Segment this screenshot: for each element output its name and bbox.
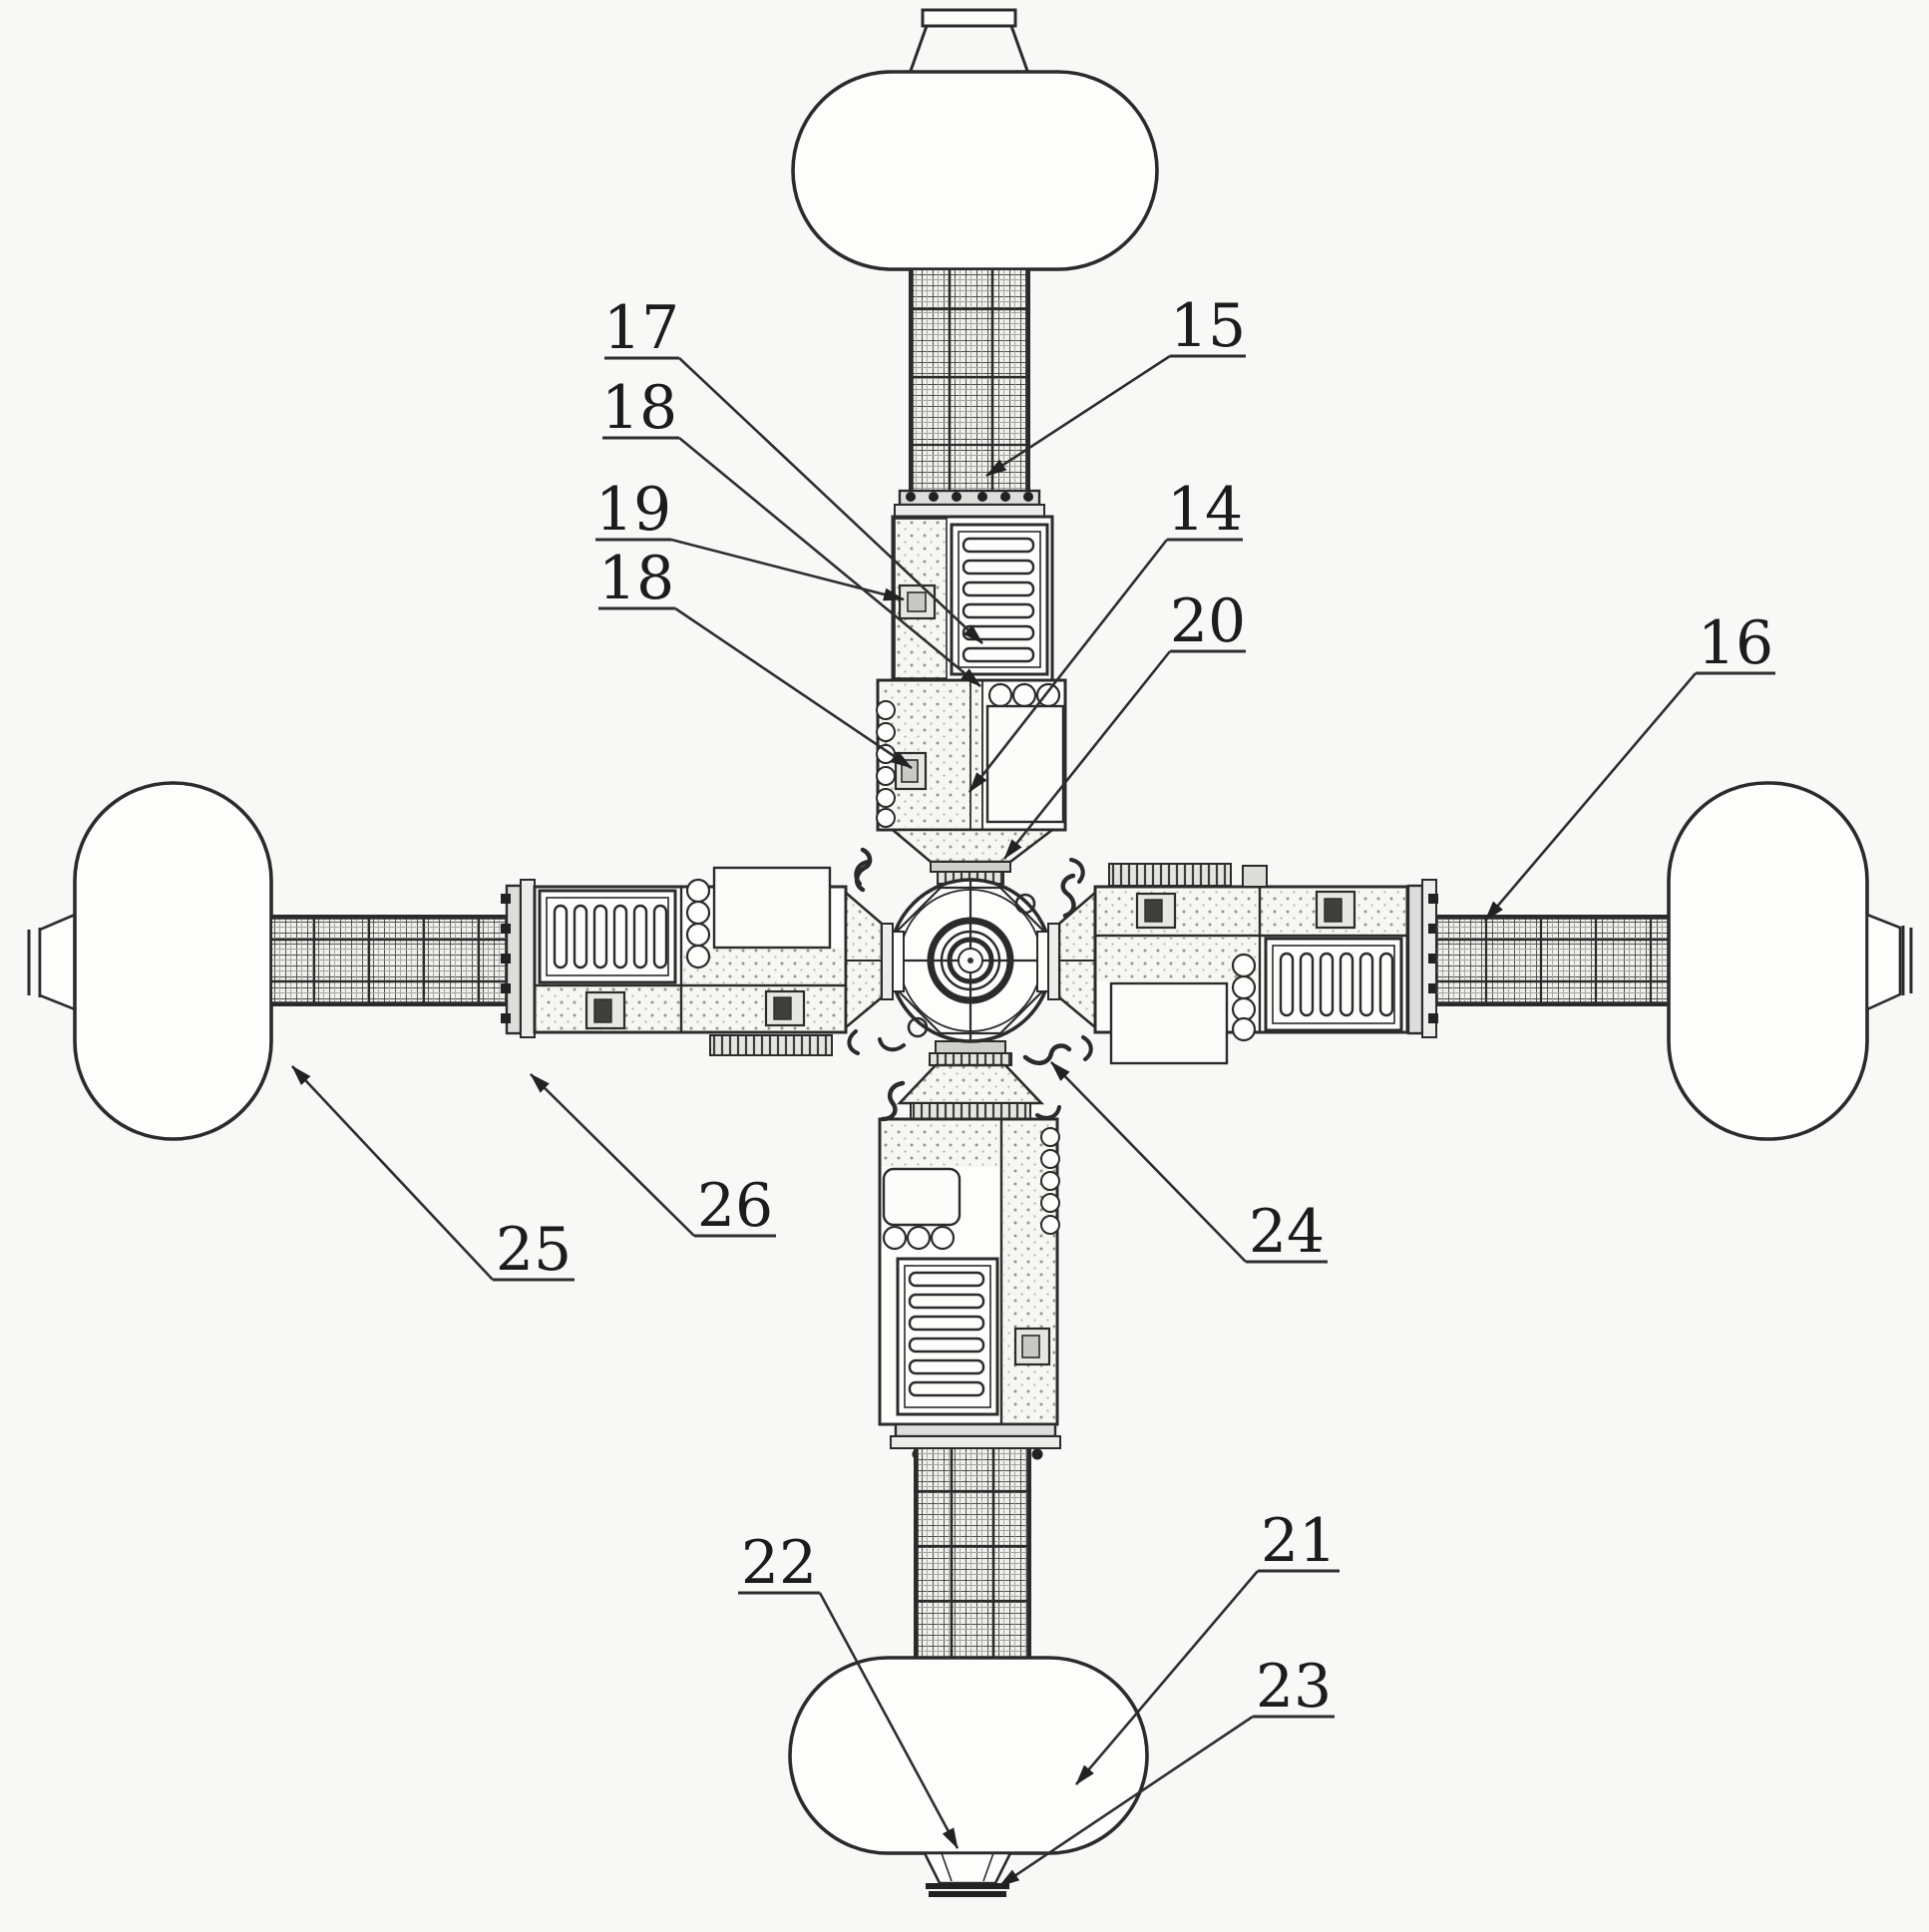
top-capsule [791, 70, 1159, 271]
right-truss-collar [1406, 879, 1438, 1038]
right-capsule [1667, 781, 1869, 1141]
callout-label: 19 [595, 475, 671, 545]
top-docking-adapter [889, 828, 1056, 885]
callout-19: 19 [595, 475, 905, 601]
callout-label: 23 [1256, 1652, 1332, 1722]
top-module-lower [876, 678, 1067, 832]
equipment-box [1135, 892, 1177, 930]
callout-label: 21 [1261, 1506, 1337, 1576]
top-truss-collar [894, 489, 1045, 518]
hatched-band [709, 1034, 833, 1056]
callout-15: 15 [985, 291, 1246, 478]
callout-26: 26 [530, 1073, 776, 1241]
radiator-panel [1264, 937, 1403, 1032]
callout-22: 22 [738, 1528, 960, 1849]
top-arm [791, 8, 1159, 885]
bottom-docking-adapter [896, 1040, 1045, 1120]
callout-16: 16 [1484, 608, 1775, 922]
equipment-box [894, 751, 928, 791]
hull-bumps [876, 700, 896, 828]
solar-panel-box [882, 1167, 962, 1227]
radiator-panel [950, 523, 1049, 676]
bottom-dock-port [922, 1851, 1013, 1897]
side-docking-collars [881, 923, 1060, 1000]
solar-panel-box [1109, 981, 1229, 1065]
callout-18: 18 [601, 373, 981, 688]
callout-label: 18 [601, 373, 677, 443]
top-truss [909, 268, 1030, 492]
radiator-panel [538, 889, 677, 984]
bottom-truss [914, 1447, 1031, 1659]
left-arm [27, 781, 890, 1141]
callout-label: 17 [603, 293, 679, 363]
callout-label: 24 [1249, 1197, 1325, 1267]
equipment-box [1013, 1327, 1051, 1366]
callouts: 17 18 19 18 15 14 20 [291, 291, 1775, 1888]
top-fairing [909, 8, 1029, 72]
left-truss [270, 915, 508, 1006]
callout-label: 18 [598, 544, 674, 613]
antenna-squiggles [847, 847, 1093, 1122]
left-capsule [73, 781, 273, 1141]
right-end-tab [1865, 913, 1913, 1012]
central-docking-port [927, 917, 1014, 1004]
callout-label: 22 [741, 1528, 817, 1598]
callout-18b: 18 [598, 544, 913, 770]
callout-label: 16 [1698, 608, 1773, 678]
callout-label: 14 [1167, 475, 1243, 545]
core-node [847, 847, 1093, 1122]
callout-label: 15 [1170, 291, 1246, 361]
right-arm [1051, 781, 1913, 1141]
radiator-panel [896, 1257, 999, 1416]
left-truss-collar [501, 879, 536, 1038]
callout-21: 21 [1075, 1506, 1340, 1785]
equipment-box [764, 989, 806, 1027]
callout-24: 24 [1050, 1061, 1328, 1267]
equipment-box [898, 583, 937, 620]
bottom-arm [788, 1040, 1149, 1897]
right-truss [1435, 915, 1670, 1006]
left-module [533, 866, 848, 1056]
solar-panel-box [712, 866, 832, 950]
right-module [1093, 863, 1409, 1065]
callout-label: 25 [496, 1215, 572, 1285]
left-end-tab [27, 913, 77, 1011]
bottom-module [878, 1117, 1060, 1426]
solar-panel-box [985, 704, 1065, 824]
equipment-box [1242, 865, 1268, 888]
callout-17: 17 [603, 293, 983, 644]
callout-20: 20 [1002, 586, 1246, 860]
equipment-box [1315, 890, 1356, 930]
equipment-box [584, 990, 626, 1030]
callout-label: 20 [1170, 586, 1246, 656]
callout-14: 14 [967, 475, 1243, 793]
callout-23: 23 [998, 1652, 1335, 1888]
callout-25: 25 [291, 1065, 575, 1285]
callout-label: 26 [697, 1171, 773, 1241]
hull-bumps [1040, 1127, 1060, 1235]
hatched-band [1108, 863, 1232, 887]
top-module-upper [891, 515, 1054, 682]
